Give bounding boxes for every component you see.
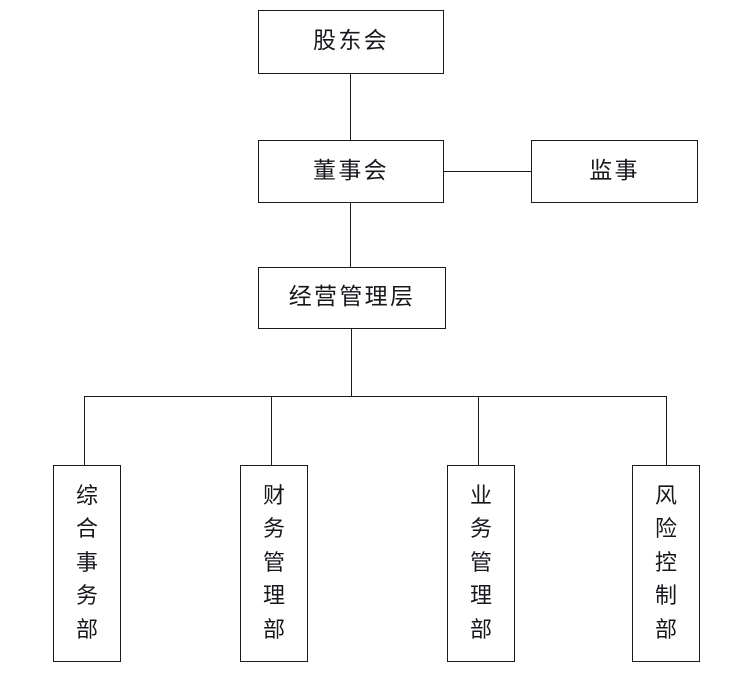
node-financial-management-department[interactable]: 财务管理部 (240, 465, 308, 662)
node-label-management-level: 经营管理层 (288, 284, 416, 311)
node-supervisor[interactable]: 监事 (531, 140, 698, 203)
connector-bus-to-dept-0 (84, 396, 85, 465)
node-risk-control-department[interactable]: 风险控制部 (632, 465, 700, 662)
node-general-affairs-department[interactable]: 综合事务部 (53, 465, 121, 662)
node-label-business-management-department: 业务管理部 (470, 483, 493, 643)
node-label-financial-management-department: 财务管理部 (263, 483, 286, 643)
connector-shareholders-to-board (350, 74, 351, 140)
connector-bus-to-dept-2 (478, 396, 479, 465)
node-business-management-department[interactable]: 业务管理部 (447, 465, 515, 662)
node-label-risk-control-department: 风险控制部 (655, 483, 678, 643)
connector-department-bus (84, 396, 666, 397)
connector-management-to-bus (351, 329, 352, 396)
connector-board-to-supervisor (444, 171, 531, 172)
connector-bus-to-dept-1 (271, 396, 272, 465)
node-label-board-of-directors: 董事会 (313, 157, 389, 184)
node-board-of-directors[interactable]: 董事会 (258, 140, 444, 203)
node-label-supervisor: 监事 (589, 157, 640, 184)
node-shareholders-meeting[interactable]: 股东会 (258, 10, 444, 74)
node-label-shareholders-meeting: 股东会 (313, 28, 389, 55)
connector-board-to-management (350, 203, 351, 267)
node-management-level[interactable]: 经营管理层 (258, 267, 446, 329)
node-label-general-affairs-department: 综合事务部 (76, 483, 99, 643)
connector-bus-to-dept-3 (666, 396, 667, 465)
